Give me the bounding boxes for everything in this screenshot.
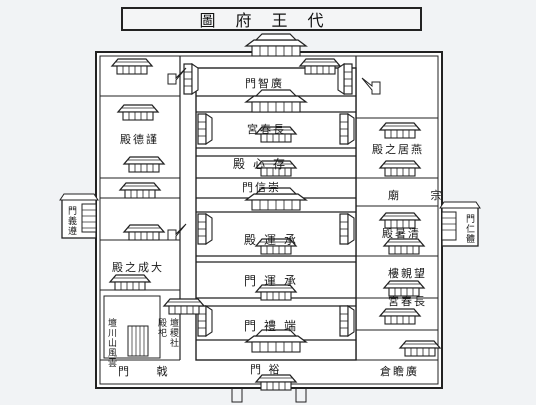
label-sheji-altar: 壇稷社: [168, 318, 178, 348]
label-yumen: 門 裕: [250, 363, 282, 376]
label-east-gate: 門仁體: [464, 214, 474, 244]
label-guangzhancang: 倉瞻廣: [380, 365, 419, 378]
label-sidian: 殿祀: [156, 318, 166, 338]
label-guangzhimen: 門智廣: [245, 77, 284, 90]
label-jindedian: 殿德謹: [120, 133, 159, 146]
label-duanlimen: 門禮端: [244, 319, 305, 333]
label-dachengdian: 殿之成大: [112, 261, 164, 274]
label-chengyunmen: 門運承: [244, 274, 305, 288]
label-changchungong-right: 宮春長: [388, 295, 427, 308]
label-zhaomen: 門 戟: [118, 365, 180, 378]
label-yanjudian: 殿之居燕: [372, 143, 424, 156]
label-cunxindian: 殿心存: [233, 157, 294, 171]
label-wangqinlou: 樓親望: [388, 267, 427, 280]
label-changchungong-central: 宮春長: [247, 123, 286, 136]
map-title: 圖府王代: [121, 7, 422, 31]
label-chengyundian: 殿運承: [244, 233, 305, 247]
label-qingshudian: 殿暑清: [382, 227, 421, 240]
label-zongmiao: 廟 宗: [388, 189, 456, 202]
label-fengyun-altar: 壇川山風雲: [106, 318, 116, 368]
label-west-gate: 門義遵: [66, 206, 76, 236]
label-chengxinmen: 門信崇: [242, 181, 281, 194]
